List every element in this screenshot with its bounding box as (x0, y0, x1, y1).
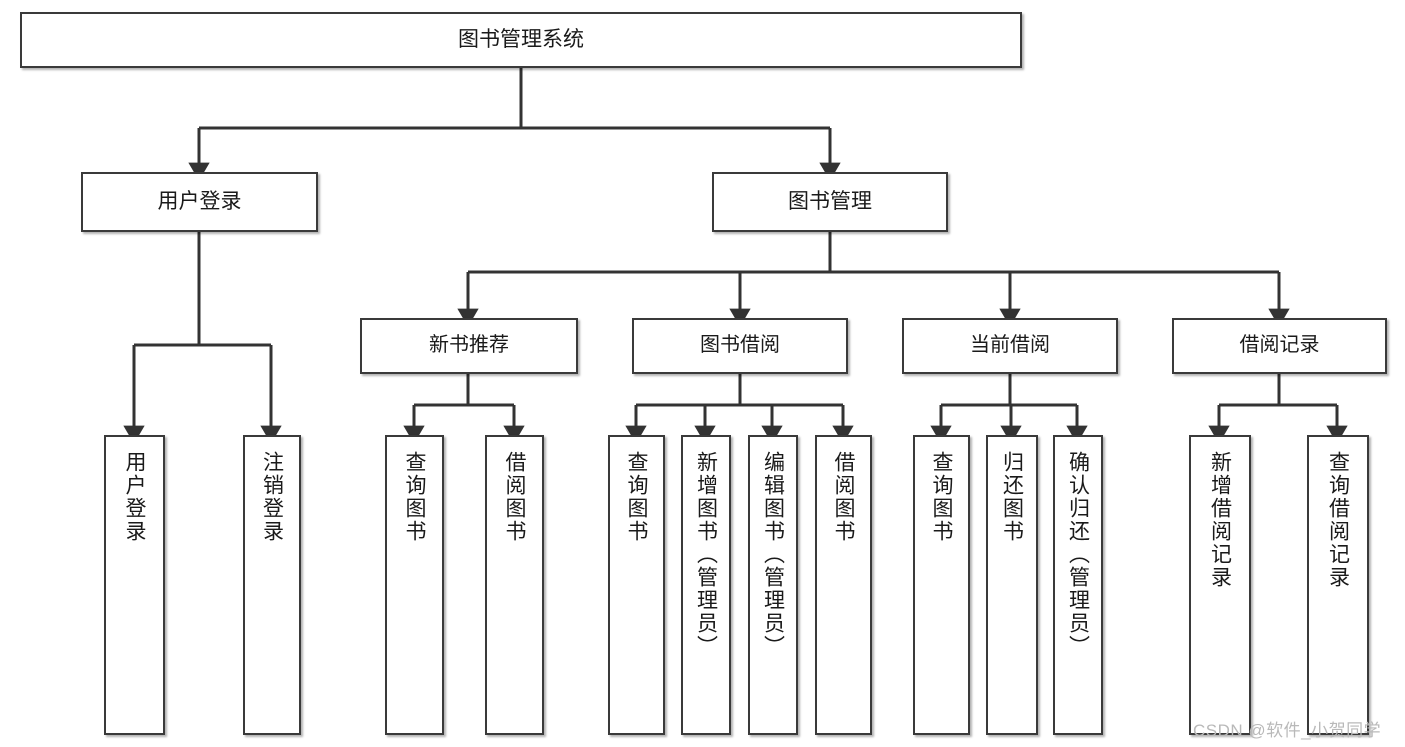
node-leaf-logout-login[interactable]: 注销登录 (243, 435, 301, 735)
node-label: 借阅图书 (503, 451, 526, 543)
node-label: 借阅记录 (1239, 334, 1320, 357)
node-current-borrow[interactable]: 当前借阅 (902, 318, 1118, 374)
node-label: 当前借阅 (970, 334, 1050, 357)
node-leaf-query-book-recommend[interactable]: 查询图书 (385, 435, 444, 735)
node-label: 新书推荐 (429, 334, 509, 357)
node-leaf-edit-book-admin[interactable]: 编辑图书（管理员） (748, 435, 798, 735)
node-leaf-add-book-admin[interactable]: 新增图书（管理员） (681, 435, 731, 735)
node-label: 图书管理系统 (458, 27, 584, 51)
node-leaf-query-book-current[interactable]: 查询图书 (913, 435, 970, 735)
node-label: 查询图书 (930, 451, 953, 543)
node-book-management[interactable]: 图书管理 (712, 172, 948, 232)
node-label: 查询图书 (403, 451, 426, 543)
node-new-book-recommend[interactable]: 新书推荐 (360, 318, 578, 374)
node-leaf-query-borrow-record[interactable]: 查询借阅记录 (1307, 435, 1369, 735)
node-leaf-borrow-book-recommend[interactable]: 借阅图书 (485, 435, 544, 735)
node-label: 注销登录 (260, 451, 284, 543)
node-label: 用户登录 (123, 451, 146, 543)
node-label: 图书借阅 (700, 334, 780, 357)
node-user-login[interactable]: 用户登录 (81, 172, 318, 232)
node-label: 新增图书（管理员） (694, 451, 718, 658)
node-label: 图书管理 (788, 189, 872, 213)
node-label: 查询图书 (625, 451, 648, 543)
node-leaf-return-book[interactable]: 归还图书 (986, 435, 1038, 735)
node-label: 用户登录 (157, 189, 242, 213)
node-leaf-query-book-borrow[interactable]: 查询图书 (608, 435, 665, 735)
node-label: 查询借阅记录 (1326, 451, 1350, 589)
node-leaf-add-borrow-record[interactable]: 新增借阅记录 (1189, 435, 1251, 735)
node-leaf-user-login[interactable]: 用户登录 (104, 435, 165, 735)
node-root-system[interactable]: 图书管理系统 (20, 12, 1022, 68)
node-label: 确认归还（管理员） (1066, 451, 1090, 658)
node-borrow-record[interactable]: 借阅记录 (1172, 318, 1387, 374)
node-leaf-borrow-book[interactable]: 借阅图书 (815, 435, 872, 735)
node-leaf-confirm-return-admin[interactable]: 确认归还（管理员） (1053, 435, 1103, 735)
node-label: 归还图书 (1000, 451, 1024, 543)
csdn-watermark: CSDN @软件_小贺同学 (1193, 721, 1382, 740)
node-label: 借阅图书 (832, 451, 855, 543)
node-label: 编辑图书（管理员） (761, 451, 785, 658)
node-label: 新增借阅记录 (1208, 451, 1232, 589)
connector-lines (123, 68, 1348, 444)
node-book-borrow[interactable]: 图书借阅 (632, 318, 848, 374)
